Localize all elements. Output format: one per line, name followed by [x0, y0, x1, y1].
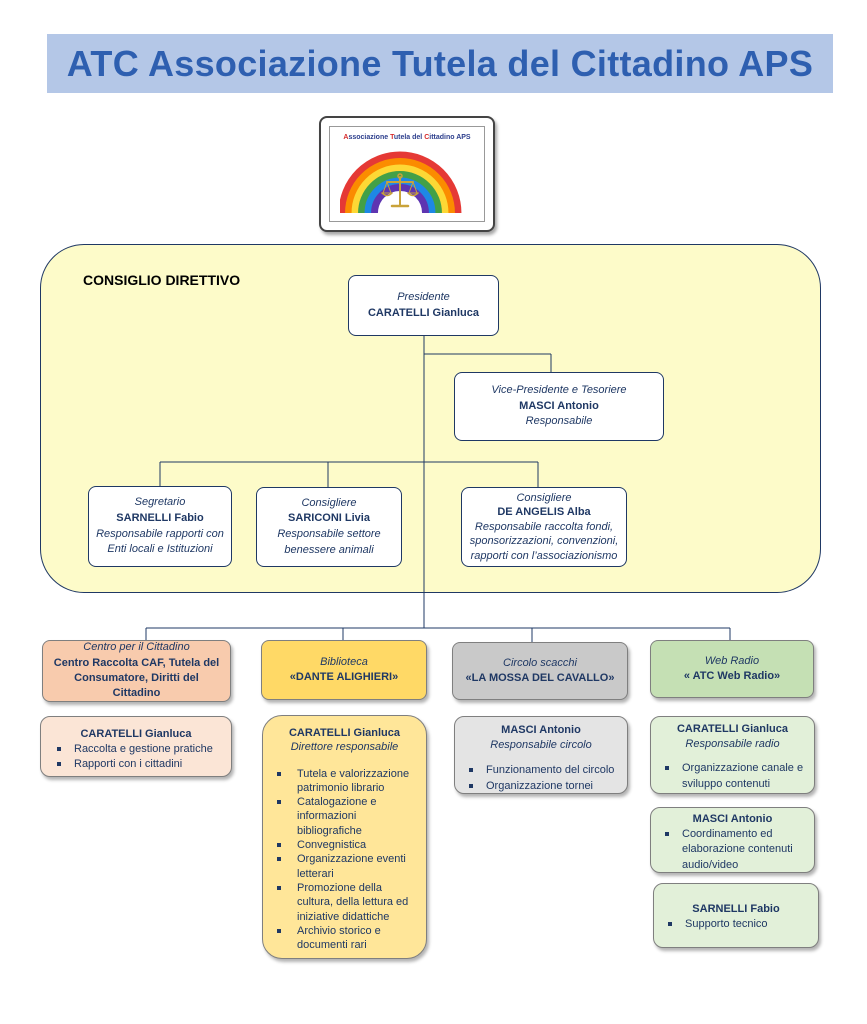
title-banner: ATC Associazione Tutela del Cittadino AP… [47, 34, 833, 93]
councilor2-desc-2: sponsorizzazioni, convenzioni, [469, 535, 619, 548]
list-item: Rapporti con i cittadini [47, 757, 225, 772]
logo-frame: Associazione Tutela del Cittadino APS [329, 126, 485, 222]
card-list: Supporto tecnico [658, 917, 814, 932]
card-name: CARATELLI Gianluca [80, 728, 192, 740]
card-subtitle: Responsabile circolo [490, 739, 592, 752]
card-name: SARNELLI Fabio [692, 903, 780, 915]
dept-biblioteca: Biblioteca «DANTE ALIGHIERI» [261, 640, 427, 700]
page-title: ATC Associazione Tutela del Cittadino AP… [66, 42, 814, 84]
logo-text: Associazione Tutela del Cittadino APS [343, 134, 471, 141]
list-item: Supporto tecnico [658, 917, 814, 932]
dept-name: «LA MOSSA DEL CAVALLO» [465, 672, 615, 684]
association-logo: Associazione Tutela del Cittadino APS [319, 116, 495, 232]
scales-of-justice-icon [381, 173, 419, 208]
list-item: Convegnistica [267, 838, 422, 852]
card-list: Raccolta e gestione pratiche Rapporti co… [47, 742, 225, 772]
vice-desc: Responsabile [525, 415, 593, 428]
councilor-deangelis-box: Consigliere DE ANGELIS Alba Responsabile… [461, 487, 627, 567]
dept-label: Circolo scacchi [503, 656, 577, 669]
list-item: Funzionamento del circolo [459, 763, 623, 778]
dept-label: Web Radio [704, 654, 760, 667]
rainbow-band [351, 164, 449, 214]
dept-name: « ATC Web Radio» [683, 670, 781, 682]
card-subtitle: Responsabile radio [685, 738, 780, 751]
card-name: MASCI Antonio [501, 724, 581, 736]
card-name: CARATELLI Gianluca [288, 727, 401, 739]
card-subtitle: Direttore responsabile [290, 741, 399, 754]
card-biblioteca-caratelli: CARATELLI Gianluca Direttore responsabil… [262, 715, 427, 959]
card-centro-caratelli: CARATELLI Gianluca Raccolta e gestione p… [40, 716, 232, 777]
councilor2-role: Consigliere [516, 491, 572, 504]
dept-name-line-1: Centro Raccolta CAF, Tutela del [53, 656, 220, 669]
councilor1-desc-2: benessere animali [284, 543, 374, 556]
card-radio-sarnelli: SARNELLI Fabio Supporto tecnico [653, 883, 819, 948]
councilor1-name: SARICONI Livia [288, 512, 370, 525]
councilor2-desc-1: Responsabile raccolta fondi, [474, 520, 614, 533]
president-name: CARATELLI Gianluca [367, 306, 480, 319]
dept-circolo-scacchi: Circolo scacchi «LA MOSSA DEL CAVALLO» [452, 642, 628, 700]
dept-name-line-2: Consumatore, Diritti del Cittadino [74, 672, 199, 700]
dept-web-radio: Web Radio « ATC Web Radio» [650, 640, 814, 698]
rainbow-band [345, 158, 455, 214]
councilor1-role: Consigliere [301, 496, 357, 509]
councilor-sariconi-box: Consigliere SARICONI Livia Responsabile … [256, 487, 402, 567]
vice-role: Vice-Presidente e Tesoriere [491, 384, 627, 397]
councilor2-name: DE ANGELIS Alba [497, 506, 591, 519]
secretary-role: Segretario [134, 496, 186, 509]
dept-centro-cittadino: Centro per il Cittadino Centro Raccolta … [42, 640, 231, 702]
secretary-desc-2: Enti locali e Istituzioni [107, 543, 213, 556]
president-role: Presidente [397, 290, 450, 303]
list-item: Organizzazione tornei [459, 779, 623, 794]
card-list: Funzionamento del circolo Organizzazione… [459, 763, 623, 793]
secretary-desc-1: Responsabile rapporti con [96, 527, 224, 540]
list-item: Raccolta e gestione pratiche [47, 742, 225, 757]
rainbow-scales-icon [340, 151, 462, 214]
dept-label: Biblioteca [320, 655, 368, 668]
rainbow-band [340, 151, 462, 214]
vice-president-box: Vice-Presidente e Tesoriere MASCI Antoni… [454, 372, 664, 441]
councilor1-desc-1: Responsabile settore [277, 528, 381, 540]
councilor2-desc-3: rapporti con l’associazionismo [470, 549, 618, 562]
secretary-box: Segretario SARNELLI Fabio Responsabile r… [88, 486, 232, 567]
vice-name: MASCI Antonio [519, 399, 599, 412]
card-name: MASCI Antonio [692, 813, 773, 825]
dept-name: «DANTE ALIGHIERI» [289, 671, 399, 683]
president-box: Presidente CARATELLI Gianluca [348, 275, 499, 336]
secretary-name: SARNELLI Fabio [116, 511, 204, 524]
dept-label: Centro per il Cittadino [83, 641, 190, 654]
card-radio-caratelli: CARATELLI Gianluca Responsabile radio Or… [650, 716, 815, 794]
card-scacchi-masci: MASCI Antonio Responsabile circolo Funzi… [454, 716, 628, 794]
council-label: CONSIGLIO DIRETTIVO [83, 272, 241, 288]
card-name: CARATELLI Gianluca [676, 723, 789, 735]
